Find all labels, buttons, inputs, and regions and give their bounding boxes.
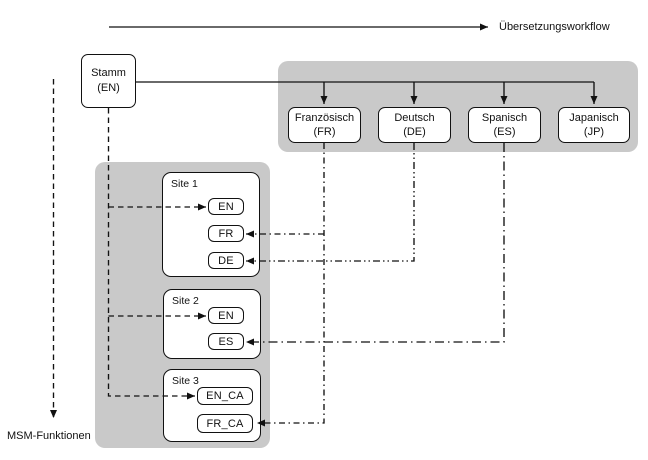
- language-code: (ES): [493, 126, 516, 138]
- workflow-axis-label: Übersetzungsworkflow: [499, 21, 610, 33]
- language-name: Japanisch: [569, 112, 619, 124]
- language-box-japanese: Japanisch (JP): [558, 107, 630, 143]
- site3-label: Site 3: [172, 375, 199, 387]
- language-box-spanish: Spanisch (ES): [468, 107, 541, 143]
- spanish-to-site2-es-line: [246, 143, 505, 346]
- site1-code-en: EN: [208, 198, 244, 215]
- site3-code-enca: EN_CA: [197, 387, 253, 405]
- site2-label: Site 2: [172, 295, 199, 307]
- site1-label: Site 1: [171, 178, 198, 190]
- site1-code-de: DE: [208, 252, 244, 269]
- language-name: Deutsch: [394, 112, 435, 124]
- master-code: (EN): [97, 82, 120, 94]
- site2-code-en: EN: [208, 307, 244, 324]
- language-code: (JP): [583, 126, 605, 138]
- language-code: (DE): [403, 126, 426, 138]
- language-code: (FR): [313, 126, 336, 138]
- site3-code-frca: FR_CA: [197, 414, 253, 433]
- master-name: Stamm: [91, 67, 126, 79]
- german-to-site1-de-line: [246, 143, 415, 265]
- language-box-german: Deutsch (DE): [378, 107, 451, 143]
- language-name: Französisch: [294, 112, 355, 124]
- master-stamm-box: Stamm (EN): [81, 54, 136, 108]
- msm-axis-label: MSM-Funktionen: [7, 430, 91, 442]
- site1-code-fr: FR: [208, 225, 244, 242]
- site2-code-es: ES: [208, 333, 244, 350]
- language-name: Spanisch: [481, 112, 528, 124]
- language-box-french: Französisch (FR): [288, 107, 361, 143]
